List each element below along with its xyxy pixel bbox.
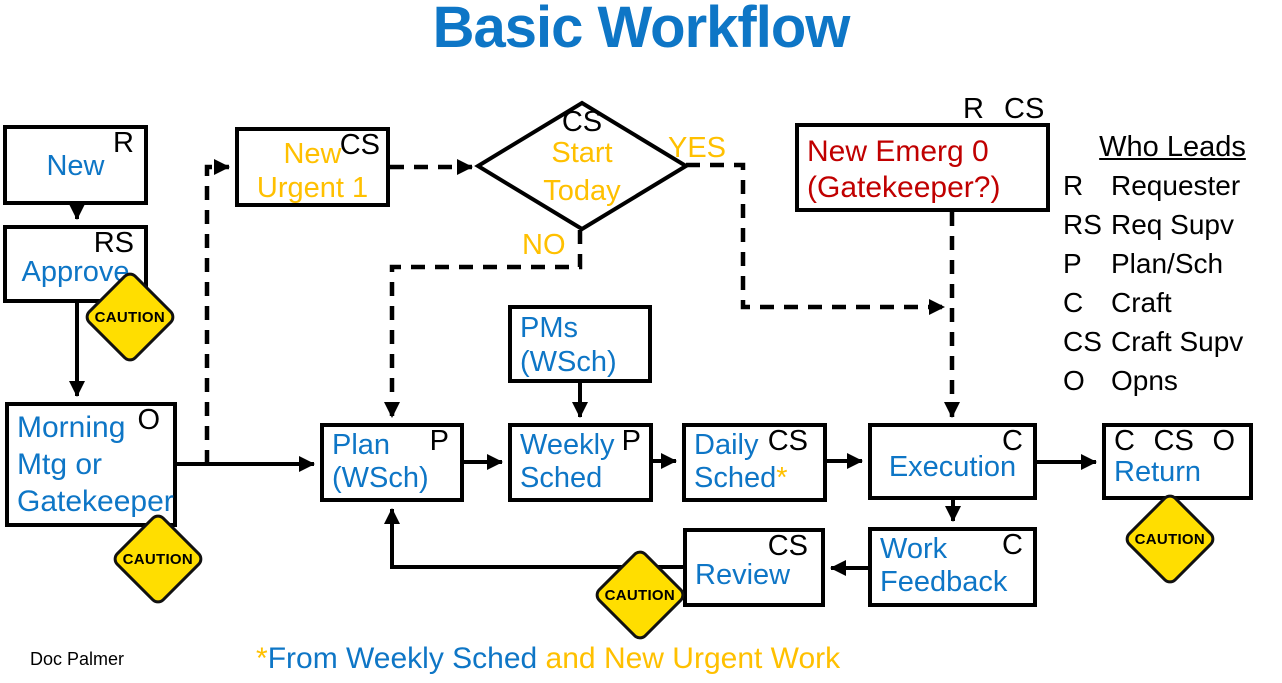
legend-row: RS Req Supv [1063,209,1282,248]
decision-corner: CS [561,106,603,138]
legend-row: C Craft [1063,287,1282,326]
decision-diamond [474,100,690,232]
dashed-arrow-yes-path [686,162,945,315]
no-label: NO [522,229,566,261]
node-daily-asterisk: * [776,462,788,494]
node-daily-corner: CS [767,425,808,457]
legend-row: P Plan/Sch [1063,248,1282,287]
legend-heading: Who Leads [1099,131,1246,163]
node-approve-label: Approve [21,255,130,288]
node-daily-line1: Daily [694,429,759,461]
node-pms-line2: (WSch) [520,346,617,378]
dashed-arrow-to-new-urgent [204,159,230,464]
node-morning-line1: Morning [17,411,126,444]
legend-name: Requester [1111,170,1241,201]
node-new-urgent-line2: Urgent 1 [256,172,369,204]
node-weekly-corner: P [621,425,641,457]
node-execution: C Execution [868,423,1037,500]
credit-author: Doc Palmer [30,649,125,669]
node-new-corner: R [113,127,134,159]
node-new-emerg: New Emerg 0 (Gatekeeper?) [795,123,1050,212]
legend-abbr: C [1063,287,1084,318]
node-new-urgent-corner: CS [339,129,380,161]
decision-line1: Start [551,137,613,169]
legend-row: O Opns [1063,365,1282,404]
arrow-review-to-plan [384,508,683,569]
node-execution-label: Execution [888,451,1017,483]
node-pms-line1: PMs [520,312,578,344]
footnote-asterisk: * [256,642,268,675]
node-plan: P Plan (WSch) [320,423,464,502]
node-daily-line2: Sched* [694,462,819,495]
legend-name: Craft Supv [1111,326,1244,357]
legend-who-leads: Who Leads R Requester RS Req Supv P Plan… [1063,131,1282,404]
node-new-emerg-line1: New Emerg 0 [807,135,989,168]
footnote-urgent-part: and New Urgent Work [537,642,841,675]
node-review: CS Review [683,528,825,607]
node-new-emerg-top-label: R CS [963,93,1045,125]
legend-abbr: CS [1063,326,1102,357]
node-approve-corner: RS [93,227,134,259]
dashed-arrow-no-path [384,230,583,418]
footnote-weekly-part: From Weekly Sched [267,642,538,675]
decision-text: CS Start Today [478,107,686,207]
page-title: Basic Workflow [432,0,851,60]
node-work-feedback-line1: Work [880,533,948,565]
node-plan-corner: P [429,425,449,457]
node-morning-corner: O [137,404,160,436]
legend-row: CS Craft Supv [1063,326,1282,365]
node-plan-line1: Plan [332,429,391,461]
node-return: C CS O Return [1102,423,1253,500]
node-work-feedback-corner: C [1002,529,1023,561]
footnote: *From Weekly Sched and New Urgent Work [256,642,840,676]
node-work-feedback: C Work Feedback [868,527,1037,607]
node-return-corner-row: C CS O [1114,426,1235,457]
node-new-label: New [46,149,105,182]
legend-abbr: R [1063,170,1084,201]
node-weekly-sched: P Weekly Sched [508,423,653,502]
yes-label: YES [668,132,727,164]
caution-label: CAUTION [604,586,676,604]
legend-abbr: O [1063,365,1085,396]
legend-name: Opns [1111,365,1178,396]
node-pms: PMs (WSch) [508,305,652,383]
decision-line2: Today [543,175,621,207]
caution-label: CAUTION [94,308,166,326]
node-new-urgent: CS New Urgent 1 [235,127,390,207]
node-work-feedback-line2: Feedback [880,566,1008,598]
node-review-corner: CS [767,530,808,562]
node-daily-sched-text: Sched [694,462,777,494]
node-morning-mtg: O Morning Mtg or Gatekeeper [5,402,177,527]
node-new-urgent-line1: New [283,138,342,170]
node-return-label: Return [1114,456,1202,488]
legend-abbr: RS [1063,209,1102,240]
caution-label: CAUTION [1134,530,1206,548]
node-return-corner-o: O [1212,425,1235,457]
node-new: R New [3,125,148,205]
caution-label: CAUTION [122,550,194,568]
legend-name: Plan/Sch [1111,248,1224,279]
node-new-emerg-line2: (Gatekeeper?) [807,171,1001,204]
legend-name: Req Supv [1111,209,1234,240]
node-morning-line2: Mtg or [17,448,103,481]
node-weekly-line1: Weekly [520,429,615,461]
legend-name: Craft [1111,287,1172,318]
node-return-corner-c: C [1114,425,1135,457]
legend-abbr: P [1063,248,1082,279]
node-execution-corner: C [1002,425,1023,457]
node-review-label: Review [695,559,791,591]
node-morning-line3: Gatekeeper [17,485,174,518]
node-weekly-line2: Sched [520,462,603,494]
node-daily-sched: CS Daily Sched* [682,423,827,502]
node-return-corner-cs: CS [1153,425,1194,457]
node-plan-line2: (WSch) [332,462,429,494]
legend-row: R Requester [1063,170,1282,209]
